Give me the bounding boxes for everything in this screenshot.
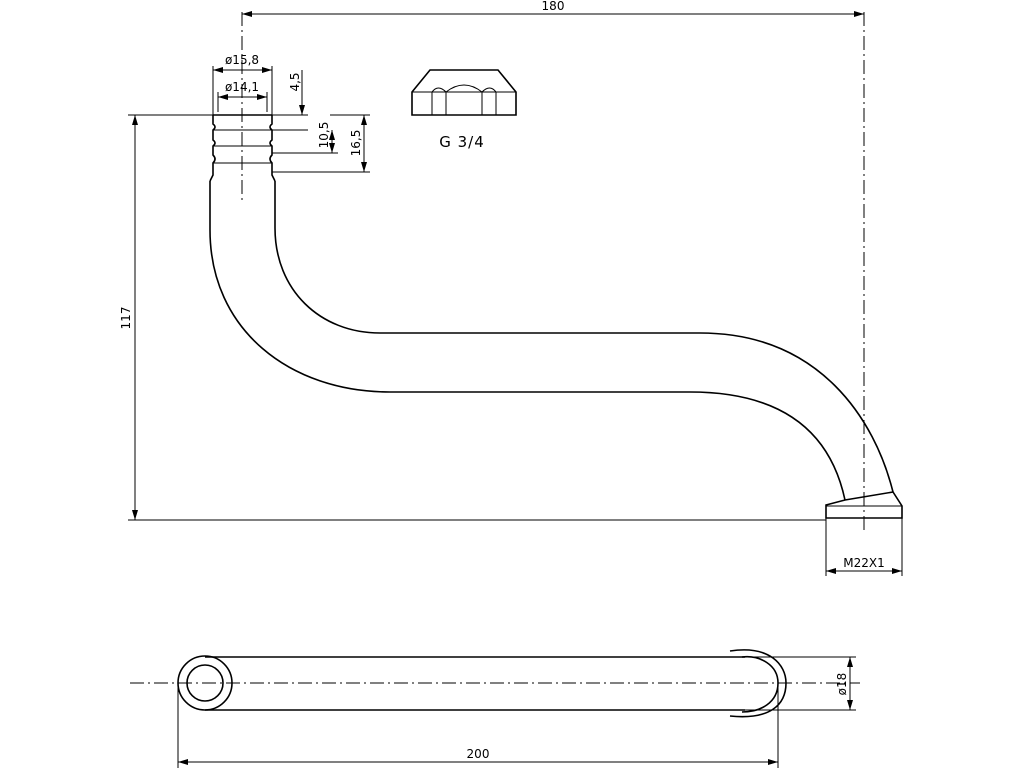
inlet-groove-right — [269, 115, 276, 182]
dim-groove-total: 16,5 — [349, 130, 363, 157]
dim-inner-diameter: ø14,1 — [225, 80, 259, 94]
tube-outer-curve — [209, 181, 846, 501]
dim-groove-offset: 4,5 — [288, 72, 302, 91]
dim-total-width: 180 — [542, 0, 565, 13]
dim-total-length: 200 — [467, 747, 490, 761]
nut-thread-label: G 3/4 — [439, 133, 485, 151]
dim-height: 117 — [119, 307, 133, 330]
dim-groove-spacing: 10,5 — [317, 122, 331, 149]
spout-side-view — [209, 114, 903, 519]
dim-tube-diameter: ø18 — [835, 673, 849, 696]
hex-nut-icon — [411, 69, 517, 116]
tube-inner-curve — [274, 181, 894, 493]
inlet-ring-inner — [186, 664, 224, 702]
outlet-cap-rim — [729, 649, 787, 718]
inlet-groove-left — [209, 115, 216, 182]
dim-outer-diameter: ø15,8 — [225, 53, 259, 67]
outlet-cap-outer — [741, 656, 779, 713]
dim-outlet-thread: M22X1 — [843, 556, 884, 570]
